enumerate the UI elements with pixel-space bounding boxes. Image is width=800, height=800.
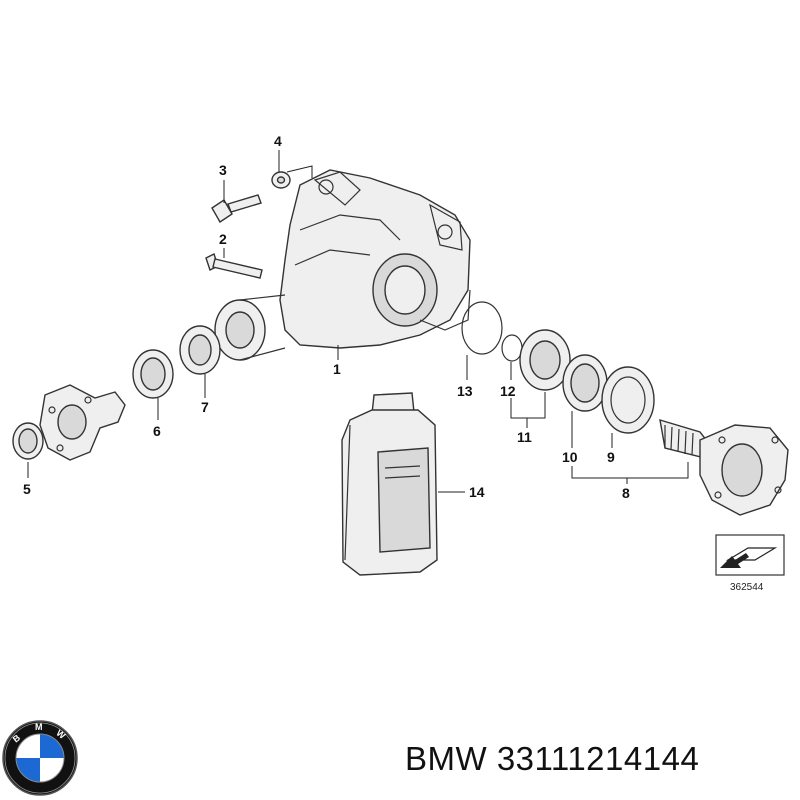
- shaft-seal-part-7: [179, 325, 221, 375]
- callout-12: 12: [500, 383, 516, 399]
- arrow-icon: [720, 553, 749, 568]
- input-flange-part: [39, 384, 126, 461]
- callout-1: 1: [333, 361, 341, 377]
- svg-text:M: M: [35, 722, 43, 732]
- callout-4: 4: [274, 133, 282, 149]
- callout-10: 10: [562, 449, 578, 465]
- callout-11: 11: [517, 429, 532, 445]
- washer-part-4: [271, 171, 291, 189]
- seal-ring-part-5: [12, 422, 44, 460]
- shaft-seal-part-10: [562, 354, 608, 412]
- callout-2: 2: [219, 231, 227, 247]
- oil-bottle-part-14: [341, 392, 438, 576]
- bearing-part-11: [519, 329, 571, 391]
- bolt-part-3: [211, 194, 262, 223]
- callout-3: 3: [219, 162, 227, 178]
- leader-lines: [27, 150, 689, 493]
- bolt-part-2: [205, 253, 263, 279]
- callout-7: 7: [201, 399, 209, 415]
- callout-5: 5: [23, 481, 31, 497]
- reference-badge: 362544: [715, 534, 785, 593]
- callout-labels: 1 2 3 4 5 6 7 13 12 11 10 9 8 14: [23, 133, 630, 501]
- differential-housing-part: [214, 169, 471, 361]
- callout-13: 13: [457, 383, 473, 399]
- shaft-seal-part-6: [132, 349, 174, 399]
- callout-8: 8: [622, 485, 630, 501]
- bmw-logo-icon: B M W: [2, 720, 78, 796]
- callout-6: 6: [153, 423, 161, 439]
- output-flange-part-8: [659, 419, 789, 516]
- o-ring-part-13: [461, 301, 503, 355]
- svg-text:B: B: [11, 732, 23, 744]
- callout-14: 14: [469, 484, 485, 500]
- dust-shield-part-9: [601, 366, 655, 434]
- snap-ring-part-12: [501, 334, 523, 362]
- reference-code: 362544: [730, 582, 764, 593]
- callout-9: 9: [607, 449, 615, 465]
- part-number-label: BMW 33111214144: [405, 740, 700, 777]
